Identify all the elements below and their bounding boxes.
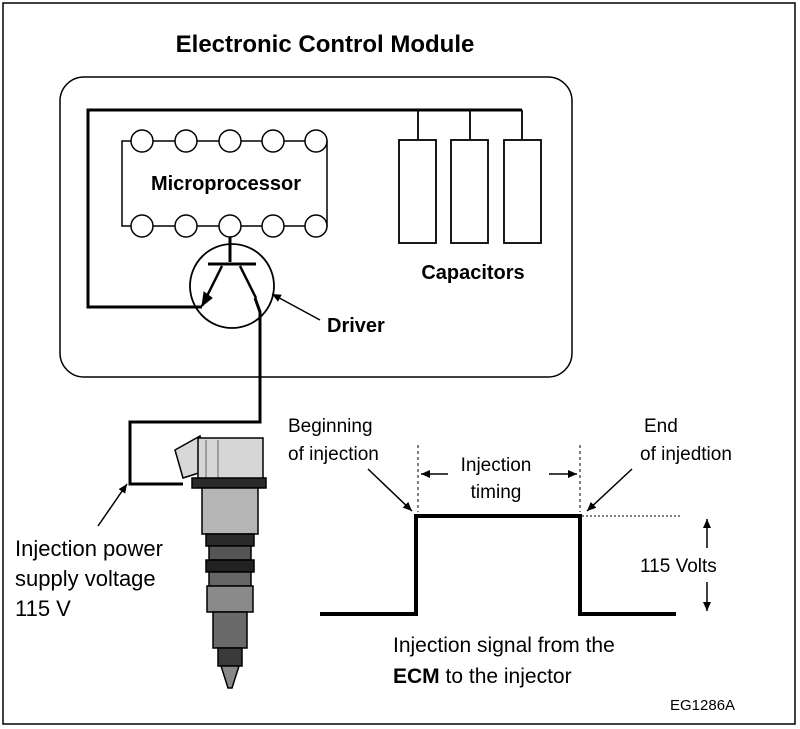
supply-label-line3: 115 V <box>15 596 71 621</box>
driver-transistor <box>189 243 275 329</box>
microprocessor-label: Microprocessor <box>151 173 301 195</box>
beginning-label-line2: of injection <box>288 444 379 465</box>
supply-arrow <box>97 483 128 527</box>
ecm-box <box>59 76 573 378</box>
capacitors-label: Capacitors <box>421 262 524 284</box>
signal-caption-line2: ECM to the injector <box>393 665 572 688</box>
fuel-injector <box>174 434 267 689</box>
timing-label-line1: Injection <box>461 455 532 476</box>
signal-caption-line1: Injection signal from the <box>393 634 615 657</box>
diagram-title: Electronic Control Module <box>176 31 475 58</box>
figure-code: EG1286A <box>670 697 735 714</box>
end-arrow <box>586 468 633 512</box>
supply-label-line1: Injection power <box>15 536 163 561</box>
beginning-label-line1: Beginning <box>288 416 373 437</box>
beginning-arrow <box>367 468 413 512</box>
driver-label: Driver <box>327 315 385 337</box>
end-label-line1: End <box>644 416 678 437</box>
timing-label-line2: timing <box>471 482 522 503</box>
ecm-bold-text: ECM <box>393 665 440 688</box>
capacitor-bank <box>398 110 542 244</box>
injection-signal-waveform <box>320 514 676 616</box>
ecm-wiring <box>86 108 522 486</box>
supply-label-line2: supply voltage <box>15 566 156 591</box>
voltage-label: 115 Volts <box>640 556 717 577</box>
driver-arrow <box>271 293 321 321</box>
microprocessor-chip <box>121 129 328 238</box>
end-label-line2: of injedtion <box>640 444 732 465</box>
caption-rest: to the injector <box>440 665 572 688</box>
